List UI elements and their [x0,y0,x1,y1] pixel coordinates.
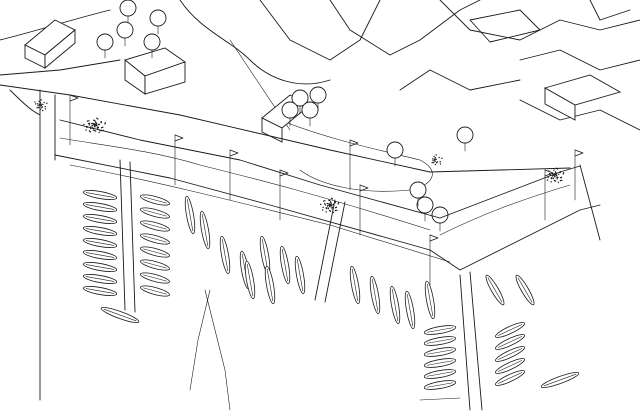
trees [96,0,474,232]
boat-icon [495,334,525,350]
boat-icon [140,194,170,206]
boat-icon [219,235,231,275]
boat-icon [423,358,457,368]
tree-icon [119,0,137,25]
boat-icon [423,325,457,335]
stipple-shading [34,99,565,214]
boat-icon [140,285,170,297]
flag-icon [174,134,184,186]
boat-icon [485,274,505,306]
boat-icon [423,336,457,346]
boat-icon [82,226,118,236]
boat-icon [140,272,170,284]
boat-icon [184,195,196,235]
building-icon [24,19,76,69]
flag-icon [429,234,439,286]
boat-icon [82,238,118,248]
boat-icon [140,220,170,232]
boat-icon [82,286,118,296]
boat-icon [423,347,457,357]
building-icon [124,47,186,95]
boat-icon [140,233,170,245]
boat-icon [264,265,276,305]
boat-icon [495,322,525,338]
flag-icon [69,94,79,146]
boat-icon [82,214,118,224]
piers [119,159,601,411]
boat-icon [404,290,416,330]
tree-icon [386,141,404,167]
boat-icon [140,259,170,271]
boat-icon [495,346,525,362]
boat-icon [349,265,361,305]
boat-icon [423,369,457,379]
boat-icon [100,307,140,323]
tree-icon [143,33,161,59]
boat-icon [82,250,118,260]
boat-icon [140,246,170,258]
boat-icon [279,245,291,285]
tree-icon [431,206,449,232]
flag-icon [544,169,554,221]
boat-icon [82,262,118,272]
tree-icon [281,101,299,127]
boat-icon [82,202,118,212]
buildings [24,0,631,143]
boat-icon [424,280,436,320]
boats [82,190,580,390]
boat-icon [369,275,381,315]
tree-icon [456,126,474,152]
lamp-posts [69,94,584,286]
tree-icon [149,9,167,35]
tree-icon [116,21,134,47]
boat-icon [495,358,525,374]
tree-icon [409,181,427,207]
boat-icon [140,207,170,219]
tree-icon [96,33,114,59]
boat-icon [515,274,535,306]
boat-icon [423,380,457,390]
flag-icon [574,149,584,201]
boat-icon [540,372,580,388]
boat-icon [294,255,306,295]
flag-icon [359,184,369,236]
boat-icon [82,274,118,284]
boat-icon [199,210,211,250]
boat-icon [389,285,401,325]
flag-icon [279,169,289,221]
tree-icon [309,86,327,112]
building-icon [543,74,622,121]
boat-icon [244,260,256,300]
water-lines [189,289,461,411]
flag-icon [349,139,359,191]
boat-icon [495,370,525,386]
tree-icon [291,89,309,115]
flag-icon [229,149,239,201]
tree-icon [416,196,434,222]
boat-icon [82,190,118,200]
boat-icon [259,235,271,275]
tree-icon [301,101,319,127]
